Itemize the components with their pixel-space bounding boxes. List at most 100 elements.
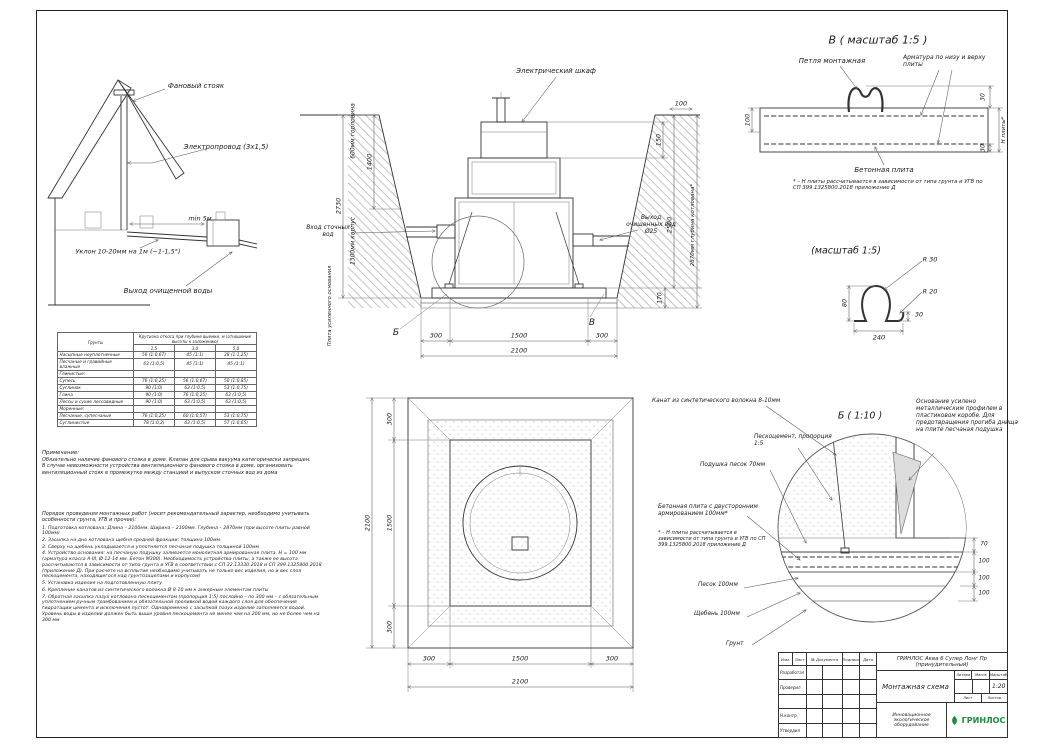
detail-v-dim-100: 100 [743, 113, 752, 127]
soil-value: 78 (1:0,2) [133, 419, 175, 427]
grinlos-logo-text: ГРИНЛОС [961, 715, 1006, 725]
soil-value: 63 (1:0,5) [214, 391, 258, 399]
detail-v-dim-h: Н плиты* [1000, 116, 1007, 144]
procedure-item: 4. Устройство основания: на песчаную под… [42, 551, 322, 580]
soil-value: 76 (1:0,25) [133, 412, 175, 420]
dim-1400: 1400 [365, 153, 374, 171]
title-block-role-row: Утвердил [779, 723, 876, 738]
tb-role: Проверил [779, 680, 807, 694]
dim-1500: 1500 [510, 331, 528, 340]
concrete-slab-label: Бетонная плита [854, 165, 914, 174]
detail-v-dim-30-bot: 30 [979, 144, 987, 152]
loop-dim-30: 30 [914, 310, 924, 319]
outlet-label: Выход очищенных вод Ø25 [626, 214, 676, 236]
detail-v-note: * – Н плиты рассчитывается в зависимости… [793, 179, 983, 192]
sheets-label: Листов [987, 696, 1001, 700]
title-block-role-row: Разработал [779, 666, 876, 681]
reinforced-base-label: Плита усиленного основания [327, 265, 334, 347]
dim-150: 150 [654, 133, 663, 147]
vent-stack-label: Фановый стояк [167, 81, 225, 90]
procedure-item: 2. Засыпка на дно котлована щебня средне… [42, 537, 221, 543]
slab-reinforced-label: Бетонная плита с двусторонним армировани… [658, 504, 758, 517]
inlet-label: Вход сточных вод [306, 224, 350, 239]
title-block-header-row: Изм. Лист № Документа Подпись Дата [779, 653, 876, 666]
tb-col-date: Дата [863, 656, 873, 662]
dim-2730: 2730 [334, 197, 343, 215]
dim-pit-depth: 2870мм глубина котлована* [689, 183, 696, 267]
soil-value: 90 (1:0) [133, 398, 175, 406]
slope-label: Уклон 10-20мм на 1м (~1-1,5°) [75, 247, 181, 256]
title-block-right: ГРИНЛОС Аква 6 Супер Лонг Пр (принудител… [877, 653, 1007, 737]
clean-water-out-label: Выход очищенной воды [123, 286, 213, 295]
soil-table: Грунты Крутизна откоса при глубине выемк… [57, 332, 258, 427]
dim-2100: 2100 [510, 346, 528, 355]
detail-b-dim-100c: 100 [978, 590, 990, 597]
soil-value [173, 370, 216, 378]
soil-row-name: Глинистые: [57, 370, 134, 378]
loop-detail-title: (масштаб 1:5) [811, 245, 881, 257]
procedure-item: 3. Сверху на щебень укладывается и уплот… [42, 544, 260, 550]
soil-value: 56 (1:0,67) [173, 377, 216, 385]
title-block-role-row: Н.контр. [779, 709, 876, 724]
grinlos-logo: ГРИНЛОС [947, 703, 1007, 737]
soil-value: 57 (1:0,65) [214, 419, 258, 427]
soil-row-name: Лессы и сухие лессовидные [57, 398, 134, 406]
sandcement-label: Пескоцемент, пропорция 1:5 [754, 434, 832, 447]
soil-value: 45 (1:1) [173, 351, 216, 359]
house-drawing [47, 79, 258, 306]
product-name: ГРИНЛОС Аква 6 Супер Лонг Пр (принудител… [877, 653, 1007, 671]
tb-role: Разработал [779, 666, 807, 680]
detail-b-dim-70: 70 [980, 541, 988, 548]
dim-300-right: 300 [595, 331, 609, 340]
soil-row-name: Песчаные и гравийные влажные [57, 358, 134, 371]
plan-dim-300c: 300 [422, 654, 436, 663]
soil-value: 63 (1:0,5) [133, 358, 175, 371]
soil-value [214, 405, 258, 413]
soil-value: 56 (1:0,67) [133, 351, 175, 359]
plan-dim-300d: 300 [605, 654, 619, 663]
tb-col-izm: Изм. [779, 653, 793, 665]
soil-value: 90 (1:0) [133, 384, 175, 392]
procedure-item: 5. Установка изделия на подготовленную п… [42, 581, 163, 587]
soil-value [133, 405, 175, 413]
loop-dim-80: 80 [840, 298, 849, 308]
soil-row-name: Суглинистые [57, 419, 134, 427]
title-block: Изм. Лист № Документа Подпись Дата Разра… [778, 652, 1008, 738]
loop-detail-drawing [846, 260, 923, 335]
loop-dim-240: 240 [872, 333, 886, 342]
scale-grid: Литера Масса Масштаб 1:20 Лист Листов [955, 671, 1007, 702]
soil-value: 38 (1:1,25) [214, 351, 258, 359]
soil-row-name: Суглинок [57, 384, 134, 392]
slab-note: * – Н плиты рассчитывается в зависимости… [658, 530, 766, 548]
soil-value: 76 (1:0,25) [133, 377, 175, 385]
rebar-label: Арматура по низу и верху плиты [903, 54, 986, 69]
soil-value: 63 (1:0,5) [214, 398, 258, 406]
company-tagline: Инновационное экологическое оборудование [877, 703, 947, 737]
soil-value: 45 (1:1) [173, 358, 216, 371]
soil-table-corner: Грунты [57, 332, 134, 352]
dim-300-left: 300 [429, 331, 443, 340]
notes-text: Обязательно наличие фанового стояка в до… [42, 457, 311, 476]
soil-value: 76 (1:0,25) [173, 391, 216, 399]
soil-layer-label: Грунт [726, 641, 744, 647]
marker-v: В [588, 317, 596, 328]
detail-v-title: В ( масштаб 1:5 ) [828, 33, 928, 47]
soil-value [173, 405, 216, 413]
plan-dim-1500b: 1500 [511, 654, 529, 663]
scale-value: 1:20 [991, 683, 1006, 690]
grinlos-leaf-icon [951, 715, 957, 725]
soil-row-name: Моренные: [57, 405, 134, 413]
title-block-left-grid: Изм. Лист № Документа Подпись Дата Разра… [779, 653, 877, 738]
scale-label: Масштаб [989, 673, 1007, 677]
soil-value: 63 (1:0,5) [173, 419, 216, 427]
soil-depth-col: 5,0 [214, 344, 258, 352]
electric-cabinet-label: Электрический шкаф [516, 66, 596, 75]
tb-role: Утвердил [779, 723, 807, 738]
litera-label: Литера [955, 671, 973, 679]
soil-value: 53 (1:0,75) [214, 412, 258, 420]
